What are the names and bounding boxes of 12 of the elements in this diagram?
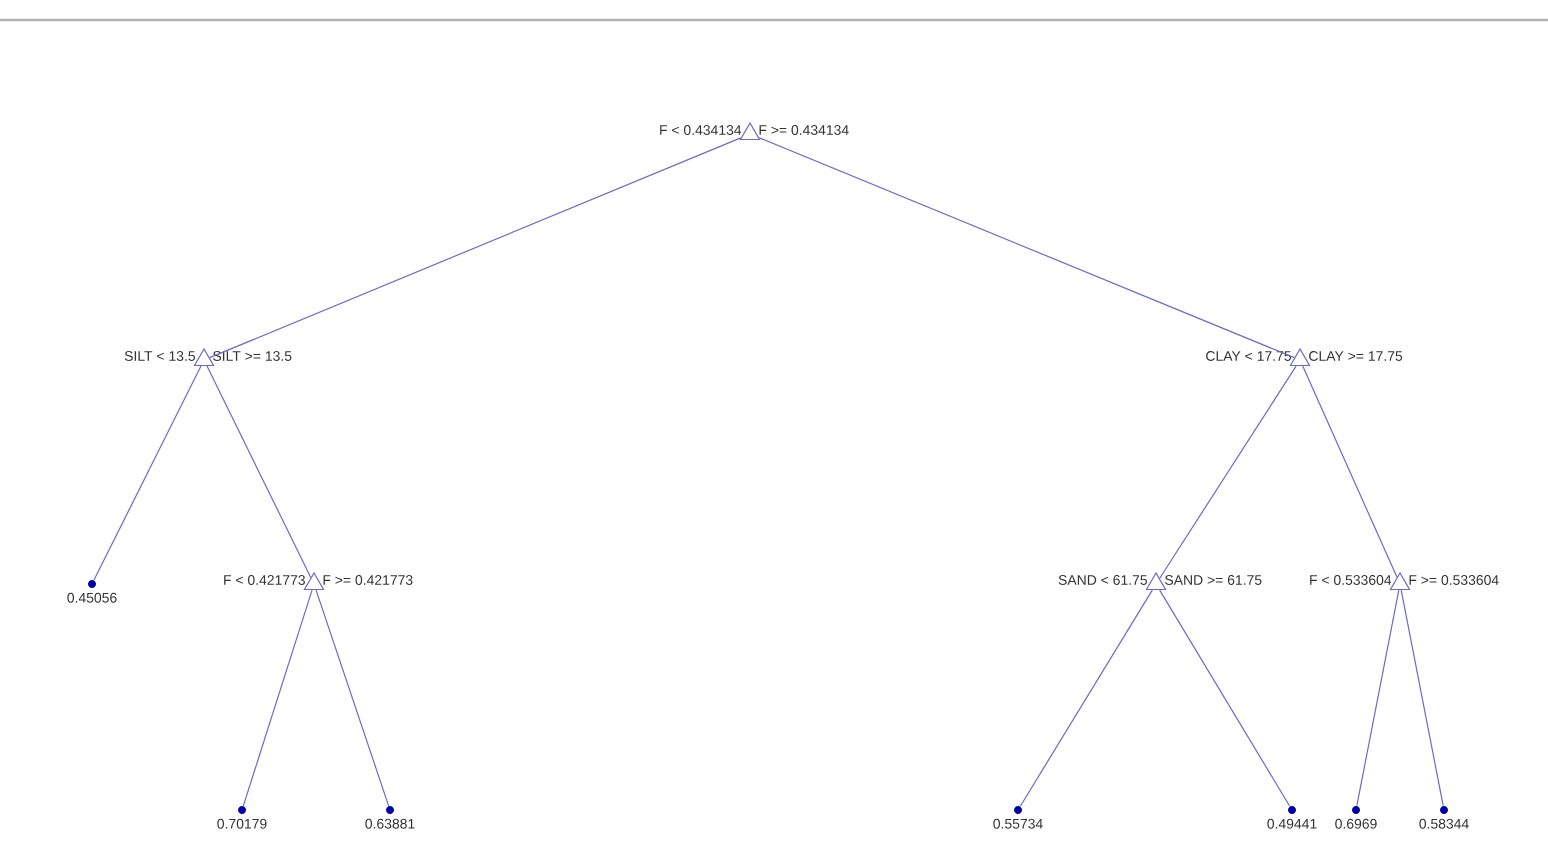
tree-branch [206,365,312,578]
tree-branch [315,589,390,807]
tree-branch [93,365,202,581]
tree-branch [1159,589,1291,807]
tree-branch [1302,365,1398,578]
tree-branch [209,137,742,359]
tree-branch [1400,589,1444,807]
tree-branch [1159,365,1297,579]
tree-branch [758,137,1295,359]
tree-branch [1019,589,1153,807]
tree-branch [242,589,313,807]
tree-branch [1356,589,1400,807]
